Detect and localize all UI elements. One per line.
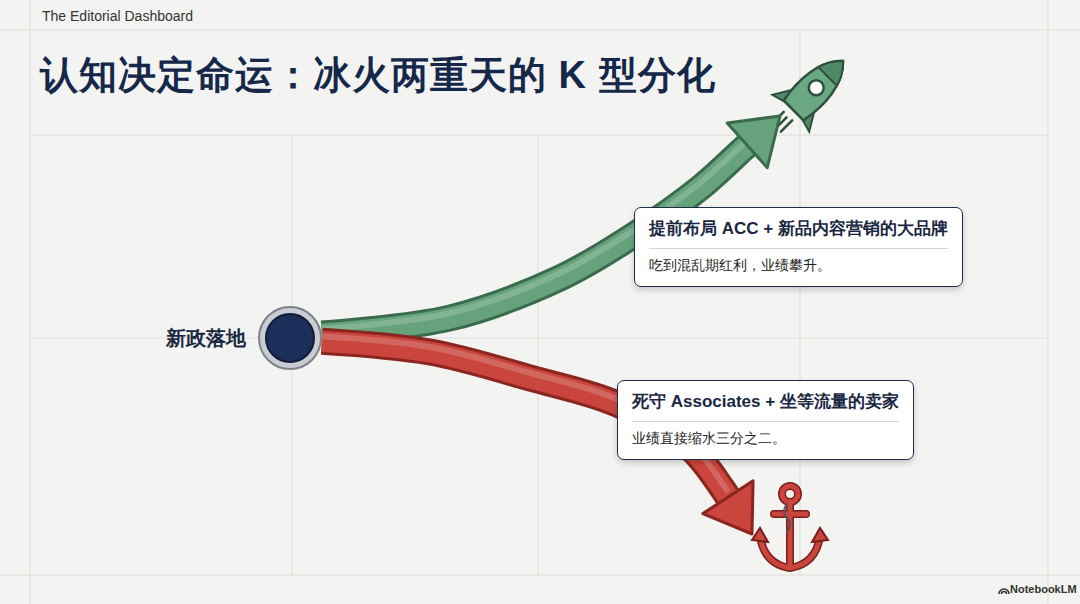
circle-core (266, 314, 314, 362)
anchor-icon (752, 486, 828, 568)
header-label: The Editorial Dashboard (42, 8, 193, 24)
watermark: NotebookLM (1010, 583, 1077, 595)
diagram-title: 认知决定命运：冰火两重天的 K 型分化 (40, 50, 716, 101)
node-body: 吃到混乱期红利，业绩攀升。 (649, 257, 948, 275)
outcome-box: 提前布局 ACC + 新品内容营销的大品牌吃到混乱期红利，业绩攀升。 (634, 207, 963, 287)
start-circle (258, 306, 322, 370)
start-node: 新政落地 (258, 306, 322, 370)
arrow-head (703, 481, 753, 534)
node-heading: 提前布局 ACC + 新品内容营销的大品牌 (649, 217, 948, 249)
outcome-box: 死守 Associates + 坐等流量的卖家业绩直接缩水三分之二。 (617, 380, 914, 460)
node-body: 业绩直接缩水三分之二。 (632, 430, 899, 448)
watermark-icon (999, 589, 1009, 594)
arrow-head (727, 116, 780, 168)
node-heading: 新政落地 (166, 325, 246, 352)
circle-ring (259, 307, 321, 369)
node-heading: 死守 Associates + 坐等流量的卖家 (632, 390, 899, 422)
